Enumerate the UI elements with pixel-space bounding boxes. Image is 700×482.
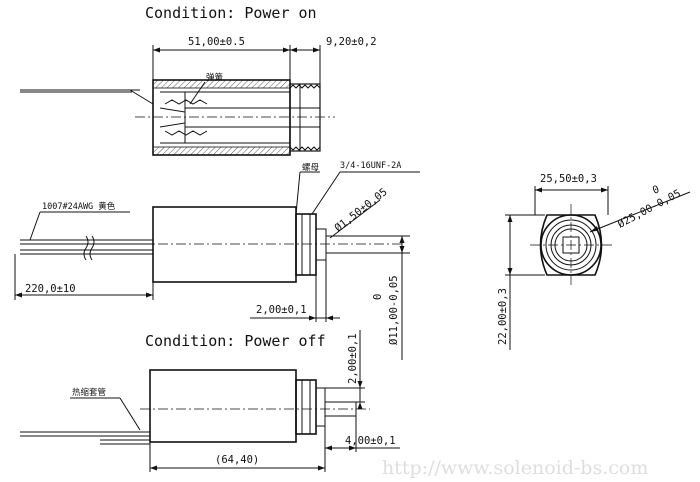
dim-body-dia-upper: 0 xyxy=(372,294,384,300)
label-sleeve: 热缩套管 xyxy=(72,387,106,398)
dim-thread-ext: 2,00±0,1 xyxy=(347,333,359,384)
top-view-title: Condition: Power on xyxy=(145,4,317,22)
dim-body-diameter: Ø11,00-0,05 xyxy=(388,275,400,345)
dim-flat-width: 25,50±0,3 xyxy=(540,173,597,185)
middle-view: 1007#24AWG 黄色 螺母 3/4-16UNF-2A Ø1,50±0,05… xyxy=(14,161,420,360)
bottom-view: Condition: Power off 热缩套管 2,00±0,1 xyxy=(20,330,400,472)
dim-body-length: 51,00±0.5 xyxy=(188,36,245,48)
dim-total-length: (64,40) xyxy=(215,454,259,466)
dim-height: 22,00±0,3 xyxy=(497,288,509,345)
dim-plunger-diameter: Ø1,50±0,05 xyxy=(332,186,389,234)
dim-wire-length: 220,0±10 xyxy=(25,283,76,295)
dim-thread-length: 9,20±0,2 xyxy=(326,36,377,48)
watermark: http://www.solenoid-bs.com xyxy=(382,457,648,479)
dim-flange-diameter: Ø25,00-0,05 xyxy=(616,187,683,230)
dim-plunger-ext-off: 4,00±0,1 xyxy=(345,435,396,447)
end-view: 25,50±0,3 0 Ø25,00-0,05 22,00±0,3 xyxy=(497,173,691,350)
label-nut: 螺母 xyxy=(302,162,319,173)
dim-plunger-ext: 2,00±0,1 xyxy=(256,304,307,316)
label-wire: 1007#24AWG 黄色 xyxy=(42,201,116,212)
label-spring: 弹簧 xyxy=(206,72,224,83)
label-thread: 3/4-16UNF-2A xyxy=(340,161,401,171)
dim-flange-dia-upper: 0 xyxy=(651,183,661,196)
top-view: Condition: Power on 51,00±0.5 9,20±0,2 xyxy=(20,4,377,156)
bottom-view-title: Condition: Power off xyxy=(145,332,326,350)
